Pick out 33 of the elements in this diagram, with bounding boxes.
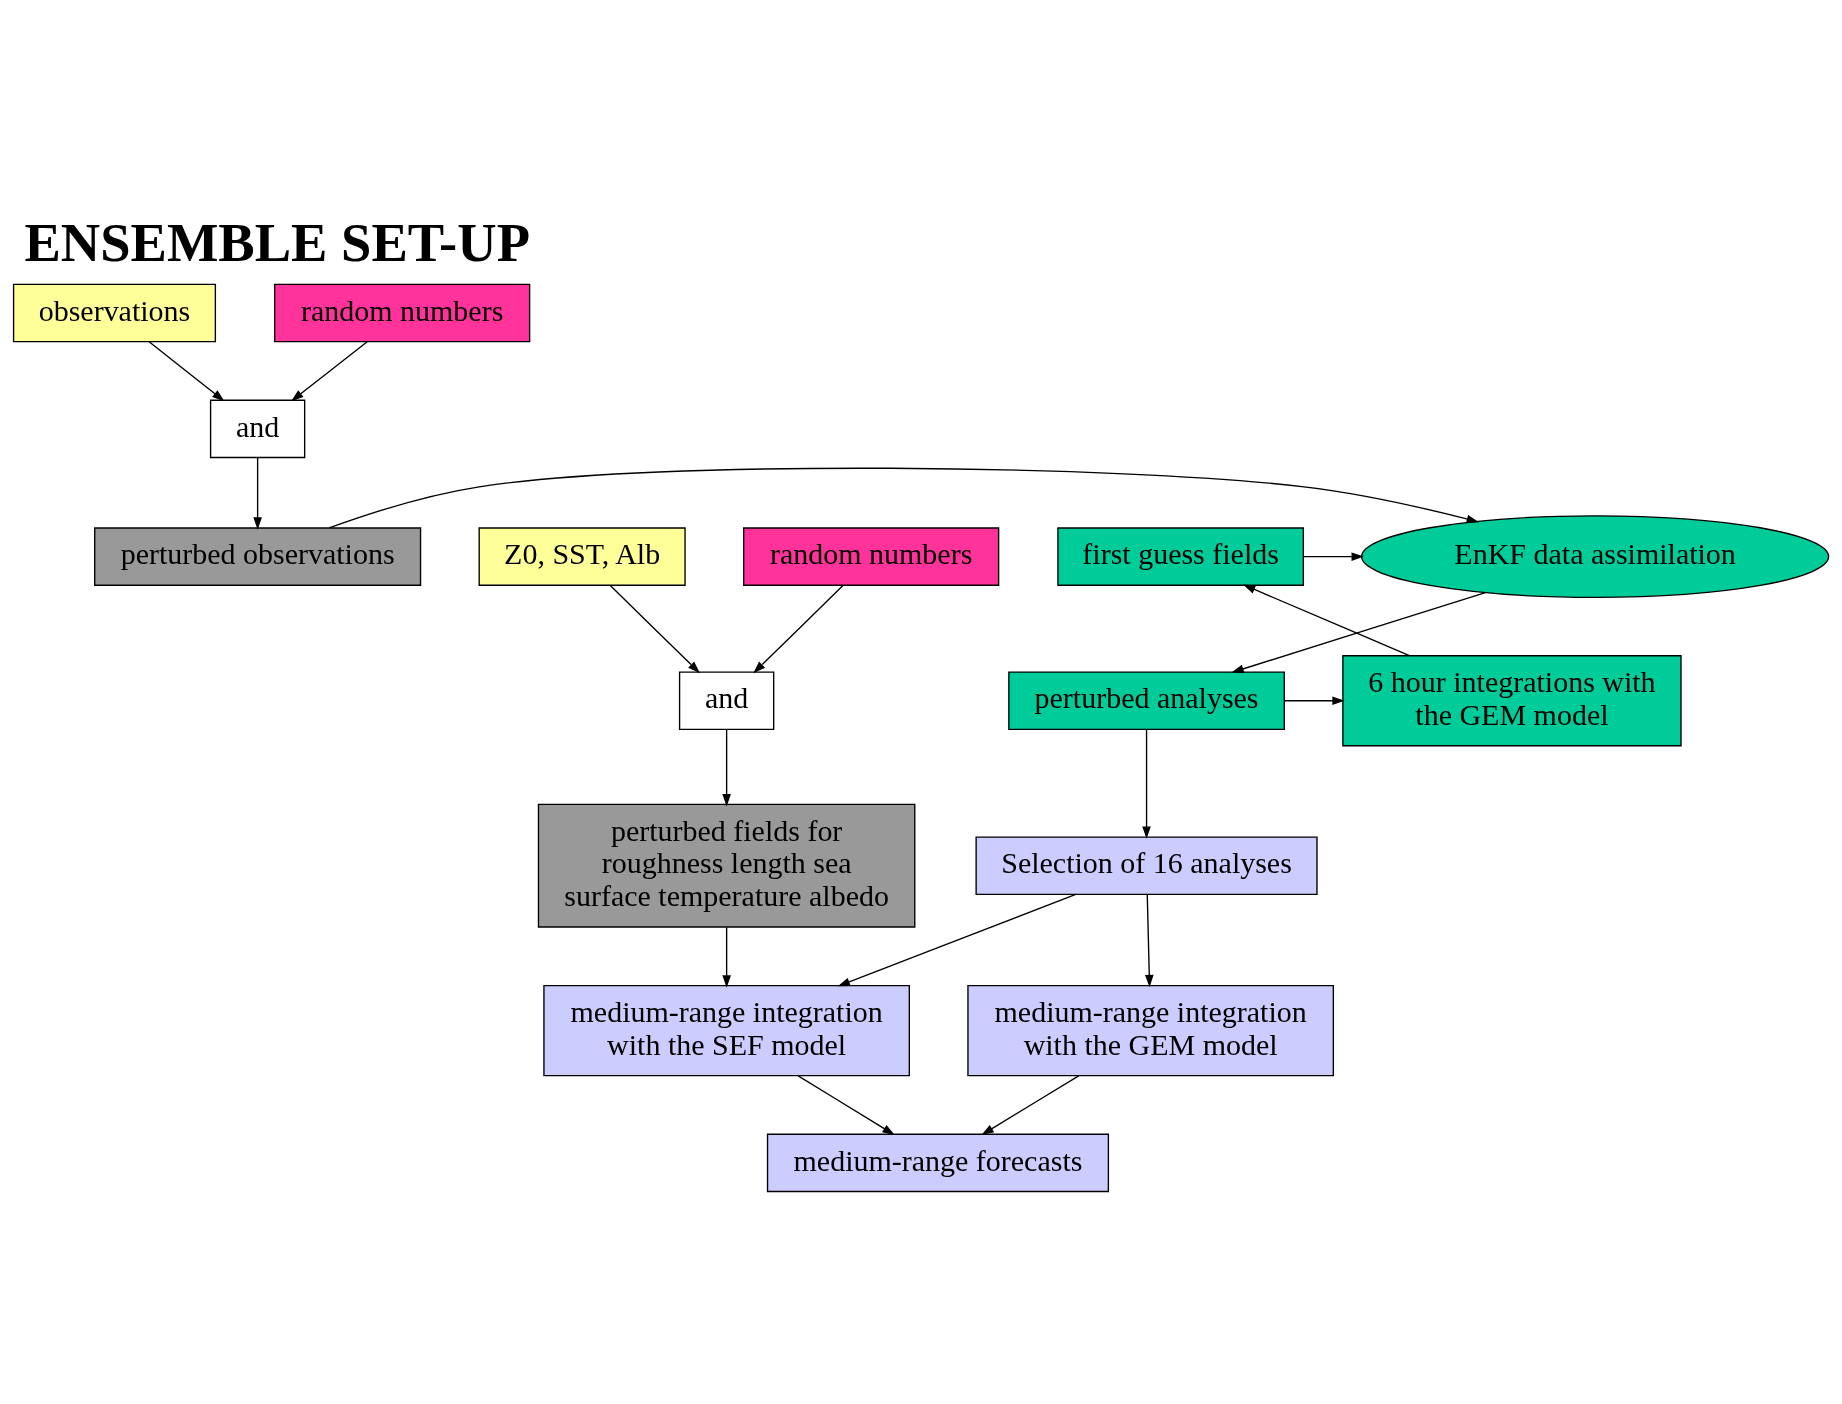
node-box: medium-range integration with the GEM model bbox=[967, 984, 1334, 1076]
arrow bbox=[253, 456, 262, 530]
node-box: medium-range forecasts bbox=[766, 1133, 1110, 1192]
node-box: Z0, SST, Alb bbox=[478, 526, 686, 586]
arrow bbox=[1283, 695, 1345, 705]
arrow bbox=[1231, 591, 1487, 673]
arrow bbox=[1142, 728, 1151, 839]
node-box: medium-range integration with the SEF model bbox=[543, 984, 910, 1076]
arrow bbox=[753, 584, 844, 673]
arrow bbox=[981, 1074, 1080, 1135]
arrow bbox=[1145, 893, 1154, 987]
arrow bbox=[722, 728, 731, 806]
node-box: and bbox=[209, 399, 306, 458]
node-box: first guess fields bbox=[1057, 526, 1305, 586]
diagram-title: ENSEMBLE SET-UP bbox=[24, 211, 530, 273]
arrow bbox=[148, 340, 225, 401]
arrow bbox=[797, 1074, 895, 1135]
arrow bbox=[1243, 584, 1411, 656]
node-box: observations bbox=[12, 283, 217, 342]
node-box: Selection of 16 analyses bbox=[975, 835, 1318, 895]
node-box: perturbed analyses bbox=[1008, 670, 1285, 730]
arrow bbox=[722, 926, 731, 988]
arrow bbox=[609, 584, 700, 673]
node-box: perturbed observations bbox=[94, 526, 422, 586]
node-box: random numbers bbox=[274, 283, 531, 342]
node-box: and bbox=[678, 670, 775, 730]
node-box: 6 hour integrations with the GEM model bbox=[1342, 654, 1682, 746]
node-box: random numbers bbox=[743, 526, 1000, 586]
arrow bbox=[837, 893, 1077, 986]
arrow bbox=[291, 340, 368, 401]
node-box: perturbed fields for roughness length sea surface temperature albedo bbox=[537, 803, 916, 928]
arrow bbox=[1303, 551, 1364, 561]
arrow bbox=[328, 467, 1479, 529]
